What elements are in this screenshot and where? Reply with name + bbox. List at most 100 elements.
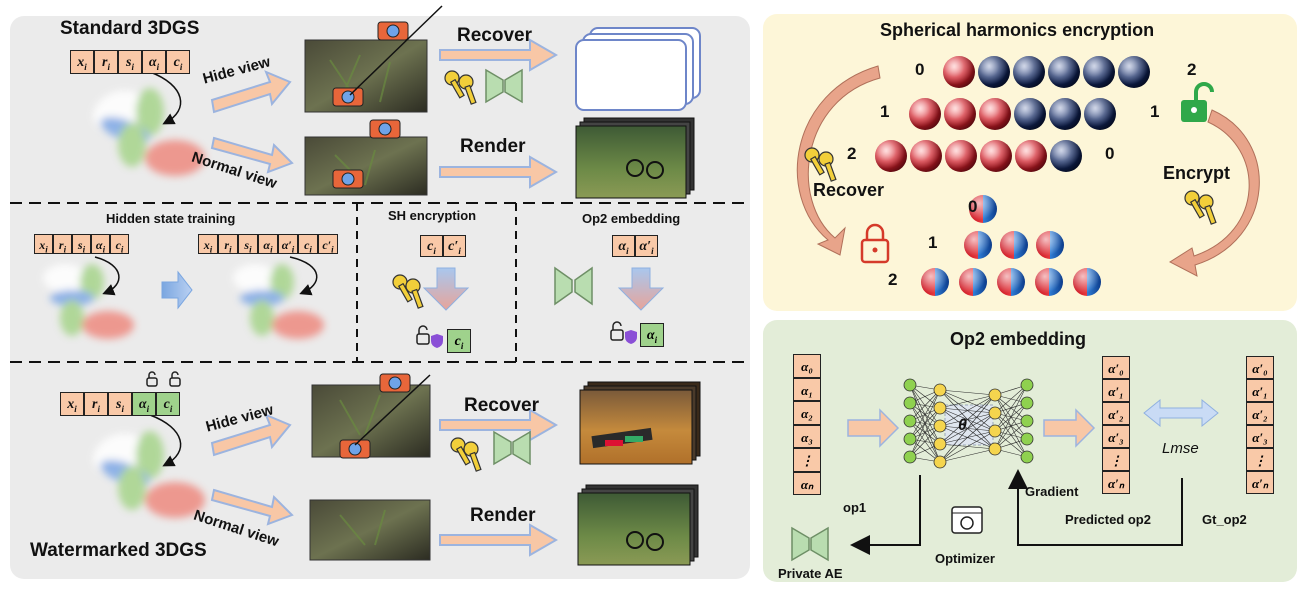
nn-edge xyxy=(939,430,996,463)
nn-node xyxy=(1020,450,1034,464)
vector-cell: αₙ xyxy=(793,471,821,495)
nn-node xyxy=(988,388,1002,402)
autoencoder-icon xyxy=(791,526,829,562)
attribute-cell: xi xyxy=(60,392,84,416)
watermarked-3dgs-title: Watermarked 3DGS xyxy=(30,540,207,561)
nn-node xyxy=(903,396,917,410)
attribute-cell: xi xyxy=(34,234,53,254)
attribute-cell: ci xyxy=(298,234,318,254)
sh-sphere-highlight xyxy=(909,98,941,130)
optimizer-label: Optimizer xyxy=(935,551,995,566)
attribute-cell: α′i xyxy=(635,235,658,257)
output-stack-render-bottom xyxy=(577,484,699,566)
attribute-cell: αi xyxy=(258,234,278,254)
gt-op2-label: Gt_op2 xyxy=(1202,512,1247,527)
arrow-hide-view-top xyxy=(210,70,292,114)
vector-cell: α′₁ xyxy=(1102,379,1130,402)
nn-node xyxy=(933,383,947,397)
recover-label-bottom: Recover xyxy=(464,395,539,416)
nn-edge xyxy=(909,389,941,458)
sh-degree-label: 0 xyxy=(915,60,925,79)
attribute-cell: ri xyxy=(94,50,118,74)
render-label-top: Render xyxy=(460,136,526,157)
key-icon xyxy=(392,70,482,472)
sh-encryption-label: SH encryption xyxy=(388,208,477,223)
nn-edge xyxy=(909,425,941,458)
vector-cell: α₂ xyxy=(793,401,821,425)
vector-cell: ⋮ xyxy=(1246,448,1274,471)
neural-network-icon xyxy=(903,378,1034,469)
nn-node xyxy=(903,450,917,464)
sh-sphere-highlight xyxy=(1083,56,1115,88)
attribute-cell: ci xyxy=(110,234,129,254)
arrow-encrypt-curve xyxy=(1168,109,1260,277)
sh-sphere-highlight xyxy=(959,268,987,296)
nn-node xyxy=(988,406,1002,420)
curve-arrow-mid-2 xyxy=(289,256,318,296)
sh-sphere-highlight xyxy=(1035,268,1063,296)
vector-cell: α′₃ xyxy=(1246,425,1274,448)
nn-edge xyxy=(939,448,996,463)
encrypted-cell: αi xyxy=(640,323,664,347)
vector-cell: α′₂ xyxy=(1246,402,1274,425)
arrow-recover-top xyxy=(439,38,559,72)
nn-edge xyxy=(994,402,1028,450)
attribute-cell: ci xyxy=(156,392,180,416)
sh-sphere-highlight xyxy=(1013,56,1045,88)
sh-sphere-highlight xyxy=(1118,56,1150,88)
standard-3dgs-title: Standard 3DGS xyxy=(60,18,200,39)
nn-edge xyxy=(939,394,996,427)
sh-sphere-highlight xyxy=(979,98,1011,130)
attribute-cell: xi xyxy=(198,234,218,254)
predicted-op2-label: Predicted op2 xyxy=(1065,512,1151,527)
curve-arrow-top xyxy=(149,71,182,125)
vector-cell: α′₁ xyxy=(1246,379,1274,402)
vector-cell: α′₂ xyxy=(1102,402,1130,425)
output-stack-render-top xyxy=(575,117,695,199)
gaussian-blobs-top xyxy=(93,88,205,176)
nn-edge xyxy=(909,407,941,458)
sh-degree-label: 0 xyxy=(1105,144,1115,163)
nn-edge xyxy=(939,394,996,445)
arrow-to-private-ae xyxy=(850,475,921,555)
private-ae-label: Private AE xyxy=(778,566,843,581)
arrow-training xyxy=(161,270,193,310)
gaussian-blobs-mid-1 xyxy=(43,264,134,339)
attribute-cell: c′i xyxy=(318,234,338,254)
camera-icon xyxy=(332,21,411,459)
arrow-normal-view-bottom xyxy=(210,488,294,526)
ray-line-bottom xyxy=(354,374,431,446)
nn-node xyxy=(1020,378,1034,392)
vector-cell: α₀ xyxy=(793,354,821,378)
sh-degree-label: 1 xyxy=(1150,102,1160,121)
attribute-cell: αi xyxy=(612,235,635,257)
arrow-sh-down xyxy=(422,267,470,311)
attribute-cell: α′i xyxy=(278,234,298,254)
gaussian-blobs-bottom xyxy=(93,431,205,518)
autoencoder-icon xyxy=(485,68,593,466)
curve-arrow-mid-1 xyxy=(94,256,120,296)
vector-cell: α′₀ xyxy=(1246,356,1274,379)
sh-top-spheres xyxy=(875,56,1150,172)
photo-normal-top xyxy=(304,136,428,196)
ray-line-top xyxy=(349,5,443,96)
op1-label: op1 xyxy=(843,500,867,515)
op2-panel xyxy=(763,320,1297,582)
nn-edge xyxy=(939,394,996,409)
vector-cell: α₁ xyxy=(793,377,821,401)
sh-sphere-highlight xyxy=(943,56,975,88)
arrow-nn-to-pred xyxy=(1043,408,1096,448)
sh-degree-label: 1 xyxy=(880,102,890,121)
nn-edge xyxy=(994,384,1028,432)
hidden-state-training-label: Hidden state training xyxy=(106,211,236,226)
sh-sphere-highlight xyxy=(1048,56,1080,88)
nn-edge xyxy=(909,389,941,422)
nn-edge xyxy=(909,389,941,440)
nn-edge xyxy=(994,384,1028,414)
output-stack-recover-top xyxy=(575,27,701,111)
shield-icon xyxy=(431,330,637,348)
attribute-cell: ci xyxy=(420,235,443,257)
sh-panel-title: Spherical harmonics encryption xyxy=(880,20,1155,40)
arrow-recover-curve xyxy=(796,65,881,256)
arrow-hide-view-bottom xyxy=(210,413,292,457)
